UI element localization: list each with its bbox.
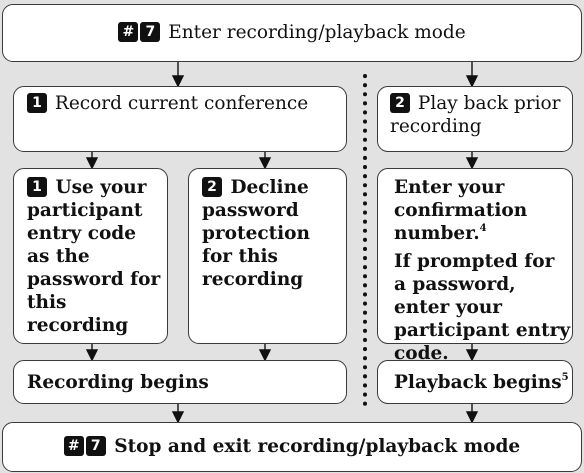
pound-key-icon: # (63, 436, 84, 456)
arrow-head (465, 349, 479, 362)
playback-branch-text: Play back prior recording (390, 93, 561, 137)
enter-mode-text: Enter recording/playback mode (168, 22, 466, 43)
footnote-5: 5 (561, 372, 569, 383)
seven-key-icon: 7 (85, 436, 106, 456)
decline-option-label: 2 Decline password protection for this r… (202, 176, 342, 291)
decline-option-box (188, 168, 347, 344)
playback-steps-box (377, 168, 573, 344)
arrow-head (258, 157, 272, 170)
recording-begins-box (13, 360, 347, 404)
arrow-head (465, 411, 479, 424)
arrow-head (85, 349, 99, 362)
one-key-icon: 1 (27, 177, 47, 197)
arrow-head (85, 157, 99, 170)
arrow-head (171, 411, 185, 424)
enter-mode-label: #7 Enter recording/playback mode (2, 21, 582, 44)
use-code-option-text: Use your participant entry code as the p… (27, 177, 161, 336)
record-branch-text: Record current conference (54, 93, 309, 114)
two-key-icon: 2 (202, 177, 222, 197)
password-step-text: If prompted for a password, enter your p… (394, 251, 571, 364)
playback-branch-label: 2 Play back prior recording (390, 92, 568, 138)
two-key-icon: 2 (390, 93, 410, 113)
decline-option-text: Decline password protection for this rec… (202, 177, 310, 290)
record-branch-box (13, 86, 347, 152)
one-key-icon: 1 (27, 93, 47, 113)
arrow-head (171, 75, 185, 88)
playback-begins-text: Playback begins (394, 372, 562, 393)
seven-key-icon: 7 (140, 22, 161, 42)
confirmation-step: Enter your confirmation number.4 (394, 176, 572, 245)
record-branch-label: 1 Record current conference (27, 92, 337, 115)
exit-mode-label: #7 Stop and exit recording/playback mode (2, 435, 582, 458)
playback-steps-label: Enter your confirmation number.4 If prom… (394, 176, 572, 365)
arrow-head (465, 75, 479, 88)
recording-begins-text: Recording begins (27, 372, 209, 393)
use-code-option-box (13, 168, 168, 344)
footnote-4: 4 (479, 223, 487, 234)
playback-begins-box (377, 360, 573, 404)
pound-key-icon: # (118, 22, 139, 42)
arrow-head (258, 349, 272, 362)
enter-mode-box (2, 4, 582, 62)
use-code-option-label: 1 Use your participant entry code as the… (27, 176, 163, 337)
confirmation-step-text: Enter your confirmation number. (394, 177, 528, 244)
exit-mode-text: Stop and exit recording/playback mode (114, 436, 521, 457)
arrow-head (465, 157, 479, 170)
playback-begins-label: Playback begins5 (394, 371, 572, 394)
